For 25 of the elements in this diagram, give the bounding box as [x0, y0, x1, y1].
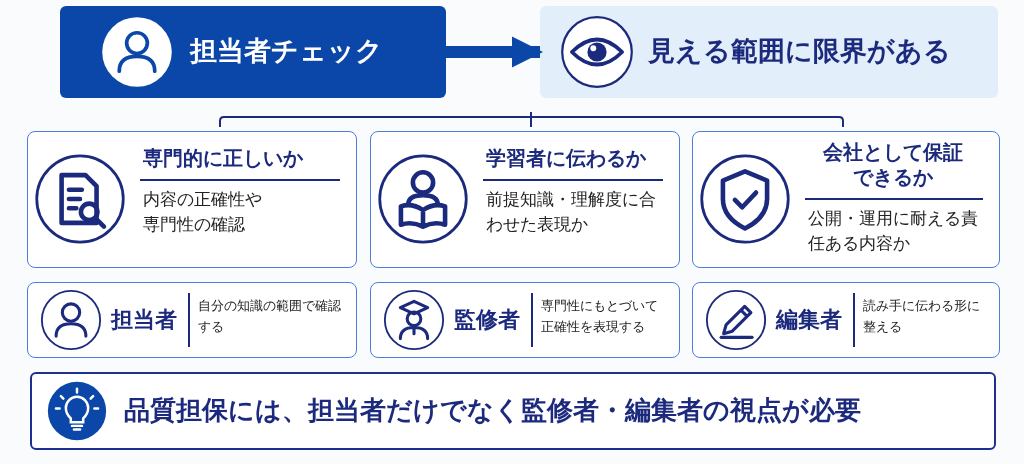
card-description: 内容の正確性や専門性の確認 [143, 188, 263, 236]
role-name: 編集者 [776, 306, 842, 334]
role-description: 読み手に伝わる形に整える [863, 297, 981, 336]
role-description: 自分の知識の範囲で確認する [198, 297, 342, 336]
heading-text: 担当者チェック [190, 34, 383, 68]
criteria-card [692, 131, 1000, 268]
role-card [692, 282, 1000, 358]
conclusion-text: 品質担保には、担当者だけでなく監修者・編集者の視点が必要 [124, 394, 861, 427]
criteria-card [27, 131, 357, 268]
card-heading: 専門的に正しいか [143, 146, 304, 171]
card-heading: 学習者に伝わるか [486, 146, 647, 171]
limit-header-box [540, 6, 998, 98]
role-name: 担当者 [111, 306, 177, 334]
role-name: 監修者 [454, 306, 520, 334]
card-heading: 会社として保証できるか [822, 140, 964, 190]
role-card [27, 282, 357, 358]
conclusion-banner [30, 372, 996, 450]
card-description: 前提知識・理解度に合わせた表現か [486, 188, 656, 236]
criteria-card [370, 131, 680, 268]
heading-text: 見える範囲に限界がある [648, 34, 951, 68]
arrow [446, 36, 544, 68]
card-description: 公開・運用に耐える責任ある内容か [808, 207, 978, 255]
role-description: 専門性にもとづいて正確性を表現する [541, 297, 659, 336]
role-card [370, 282, 680, 358]
check-header-box [60, 6, 446, 98]
